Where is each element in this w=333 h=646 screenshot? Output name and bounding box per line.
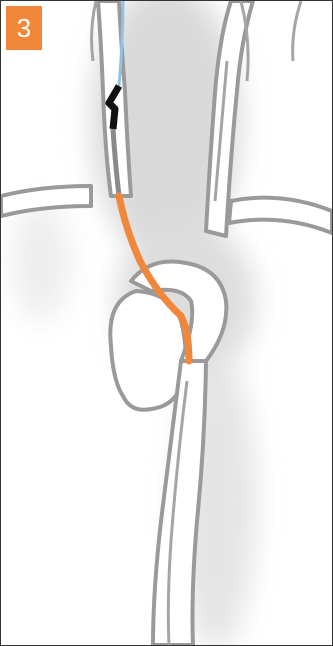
top-left-fork-line [92, 1, 96, 61]
step-number-badge: 3 [6, 6, 42, 50]
shading-left [11, 201, 71, 321]
top-right-fork-line-2 [293, 1, 301, 61]
right-branch-vessel [229, 198, 332, 233]
